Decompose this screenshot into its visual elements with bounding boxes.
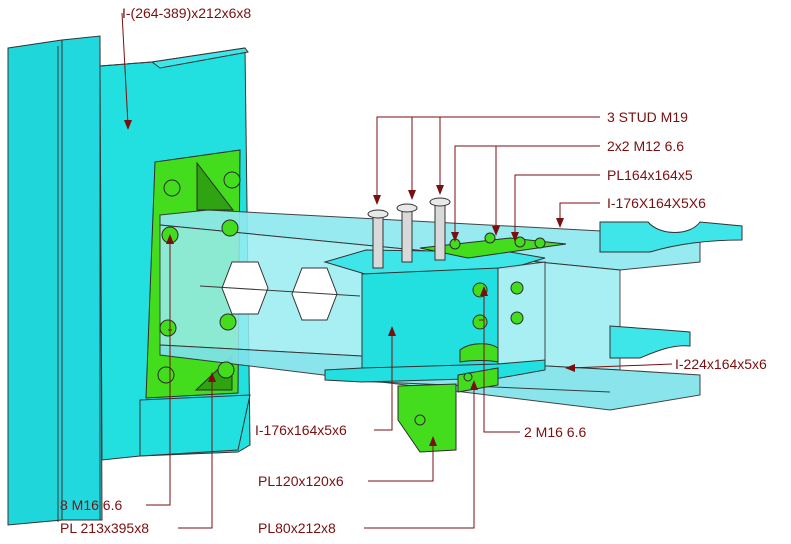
bottom-plates bbox=[397, 343, 499, 453]
label-bottom-plate: PL80x212x8 bbox=[258, 520, 336, 536]
label-top-plate: PL164x164x5 bbox=[607, 167, 693, 183]
label-end-plate-bolts: 8 M16 6.6 bbox=[60, 497, 122, 513]
label-seat-plate: PL120x120x6 bbox=[258, 473, 344, 489]
label-studs: 3 STUD M19 bbox=[607, 109, 688, 125]
leaders bbox=[121, 12, 673, 529]
label-top-bolts: 2x2 M12 6.6 bbox=[607, 138, 684, 154]
labels: I-(264-389)x212x6x8 3 STUD M19 2x2 M12 6… bbox=[60, 5, 767, 536]
label-beam-right-top: I-176X164X5X6 bbox=[607, 195, 706, 211]
label-column-section: I-(264-389)x212x6x8 bbox=[122, 5, 251, 21]
label-bottom-bolts: 2 M16 6.6 bbox=[524, 424, 586, 440]
label-end-plate: PL 213x395x8 bbox=[60, 520, 149, 536]
studs bbox=[367, 197, 451, 269]
label-beam-main: I-224x164x5x6 bbox=[675, 356, 767, 372]
top-plate bbox=[419, 237, 567, 259]
label-beam-short: I-176x164x5x6 bbox=[255, 422, 347, 438]
